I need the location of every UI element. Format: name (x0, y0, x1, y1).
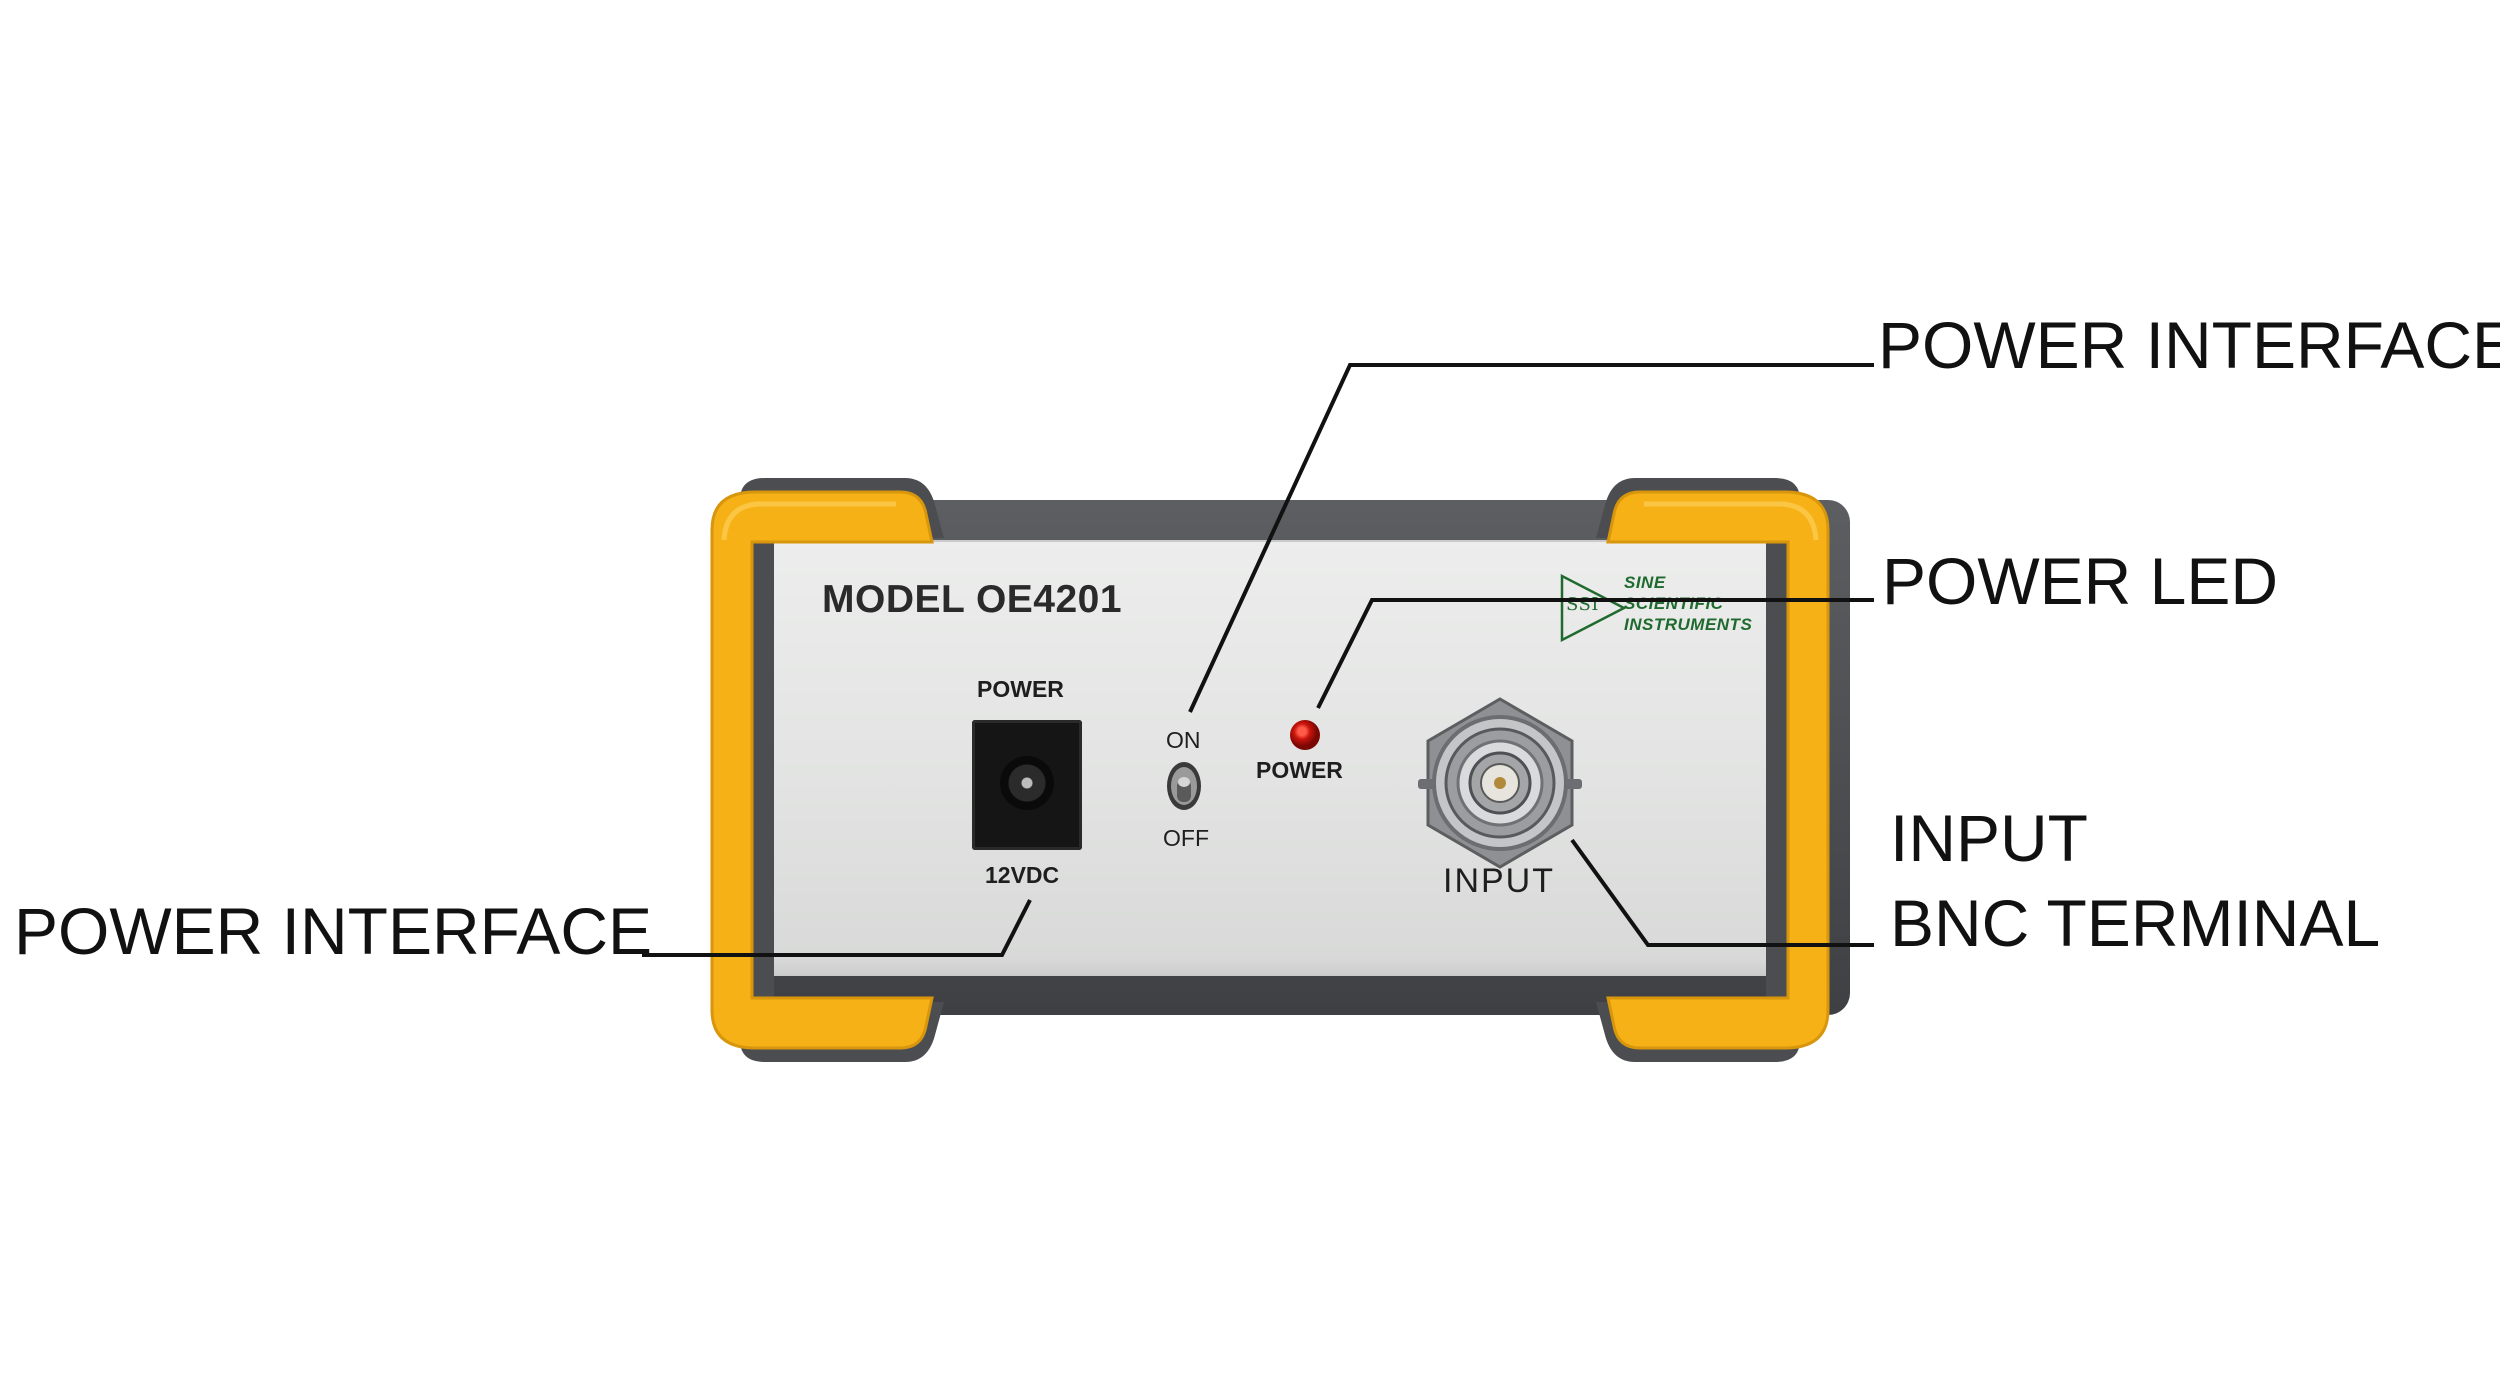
power-toggle-switch[interactable] (1165, 760, 1203, 812)
voltage-label: 12VDC (985, 862, 1060, 888)
dc-power-jack[interactable] (972, 720, 1082, 850)
leader-power-jack (642, 899, 1032, 957)
right-bumper (1590, 470, 1840, 1070)
switch-on-label: ON (1166, 727, 1201, 753)
callout-power-jack: POWER INTERFACE (14, 894, 653, 968)
input-label: INPUT (1443, 862, 1555, 900)
leader-input (1570, 838, 1874, 947)
callout-input-line-1: INPUT (1890, 801, 2088, 875)
power-jack-label: POWER (977, 676, 1064, 702)
front-panel (752, 540, 1812, 976)
power-led (1290, 720, 1320, 750)
bnc-input-connector[interactable] (1412, 695, 1588, 871)
model-label: MODEL OE4201 (822, 578, 1123, 621)
logo-line-1: SINE (1624, 573, 1666, 592)
logo-line-3: INSTRUMENTS (1624, 615, 1753, 634)
switch-off-label: OFF (1163, 825, 1209, 851)
left-bumper (700, 470, 950, 1070)
callout-input-line-2: BNC TERMINAL (1890, 886, 2381, 960)
leader-led (1316, 598, 1874, 709)
callout-led: POWER LED (1882, 544, 2279, 618)
leader-switch (1188, 363, 1874, 713)
callout-switch: POWER INTERFACE (1878, 308, 2500, 382)
led-label: POWER (1256, 757, 1343, 783)
